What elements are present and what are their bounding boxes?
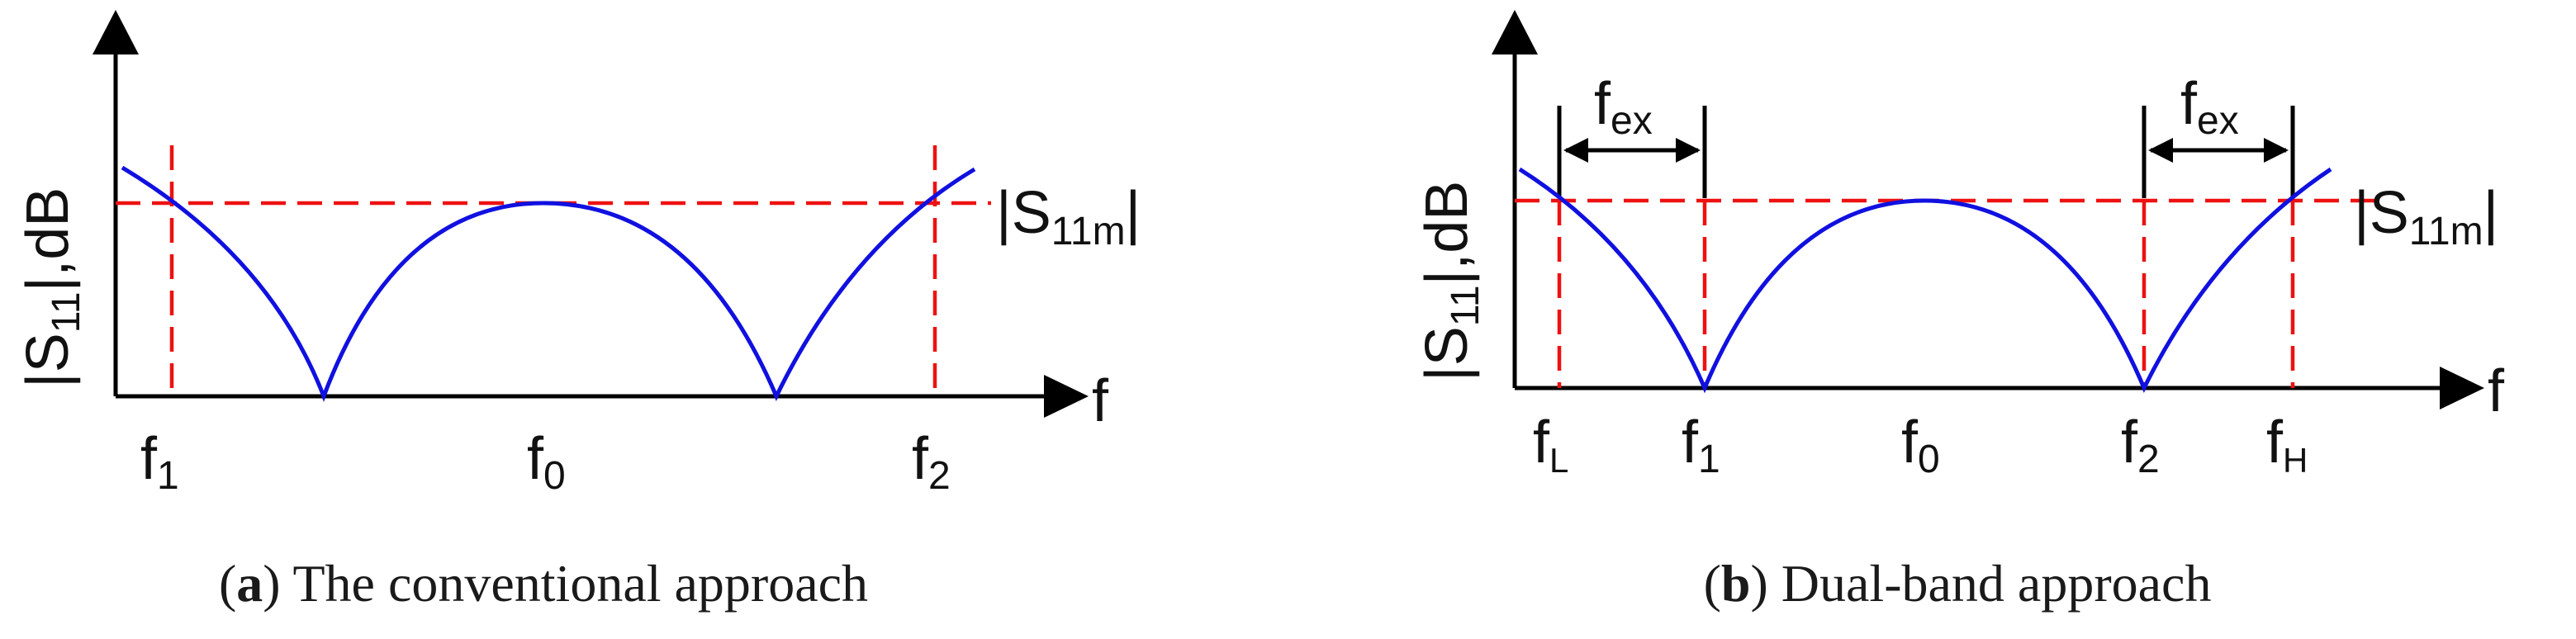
x-axis-arrowhead xyxy=(1044,375,1089,418)
y-axis-label: |S11|,dB xyxy=(15,187,88,388)
s11m-level-label: |S11m| xyxy=(2354,180,2498,253)
x-axis-arrowhead xyxy=(2440,367,2484,409)
y-axis-label: |S11|,dB xyxy=(1414,181,1487,381)
panel-a: |S11|,dB f |S11m| f1 f0 f2 (a) The conve… xyxy=(15,10,1141,613)
panel-b: |S11|,dB f |S11m| fex fex fL f1 f0 f2 fH xyxy=(1414,10,2505,613)
s11m-level-label: |S11m| xyxy=(996,180,1141,253)
tick-label-f2: f2 xyxy=(912,426,951,498)
y-axis xyxy=(1492,10,1538,388)
fex-dimension-markers xyxy=(1557,106,2295,198)
tick-label-f0: f0 xyxy=(527,426,566,498)
guide-lines xyxy=(1515,198,2379,388)
y-axis xyxy=(93,10,139,396)
x-axis-label: f xyxy=(1092,368,1109,434)
x-axis-label: f xyxy=(2488,358,2505,424)
tick-label-fH: fH xyxy=(2266,409,2308,480)
s11-response-curve xyxy=(121,165,976,402)
x-axis xyxy=(116,375,1089,418)
y-axis-arrowhead xyxy=(1492,10,1538,54)
tick-label-f0: f0 xyxy=(1901,409,1940,481)
fex-right-label: fex xyxy=(2180,71,2239,143)
tick-label-f1: f1 xyxy=(1682,409,1720,481)
caption-a: (a) The conventional approach xyxy=(219,554,868,613)
y-axis-arrowhead xyxy=(93,10,139,54)
caption-b: (b) Dual-band approach xyxy=(1704,554,2212,613)
tick-label-fL: fL xyxy=(1533,409,1568,480)
s11-response-curve xyxy=(1518,167,2332,394)
fex-left-label: fex xyxy=(1594,71,1653,143)
tick-label-f2: f2 xyxy=(2121,409,2160,481)
tick-label-f1: f1 xyxy=(140,426,179,498)
x-axis xyxy=(1515,367,2484,409)
